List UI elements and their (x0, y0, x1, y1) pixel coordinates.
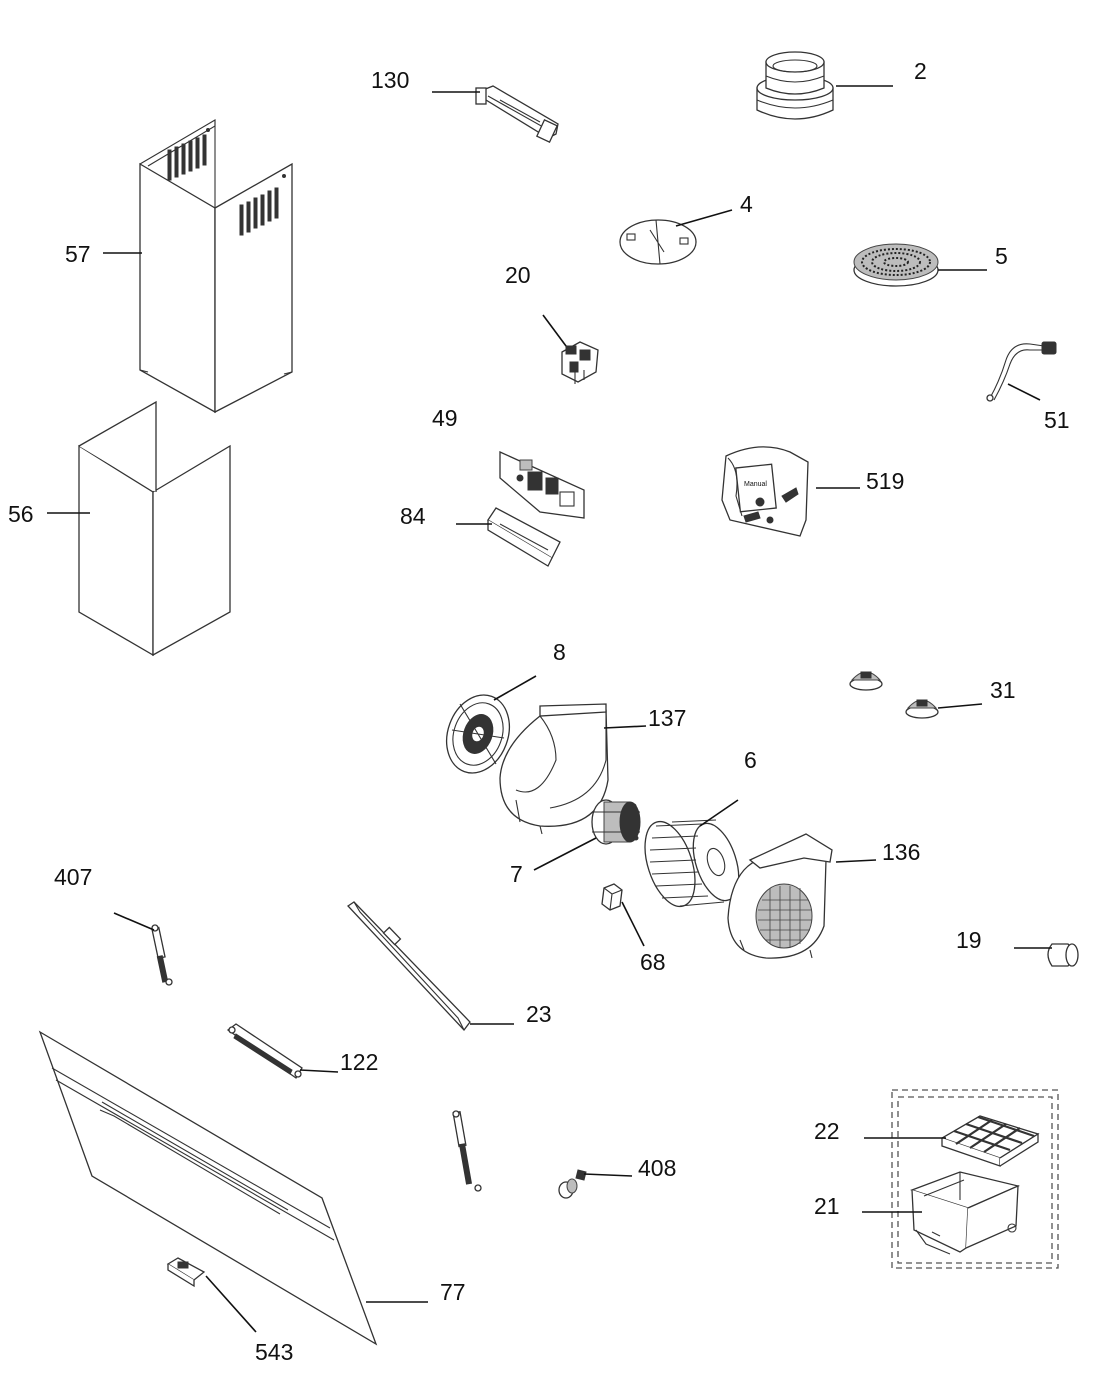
callout-7: 7 (510, 861, 523, 887)
callout-408: 408 (638, 1155, 676, 1181)
recirculation-kit-box (891, 1089, 1059, 1269)
part-6-fan-wheel (644, 819, 740, 908)
part-20-switch (561, 341, 599, 384)
leader-31 (937, 703, 983, 709)
callout-6: 6 (744, 747, 757, 773)
part-408-gas-strut (452, 1110, 587, 1199)
part-543-sensor (166, 1257, 206, 1288)
part-31-lamps (849, 671, 939, 719)
leader-8 (493, 675, 537, 701)
part-7-motor (591, 799, 641, 845)
part-407-gas-strut (151, 924, 173, 986)
part-56-lower-chimney (78, 400, 231, 657)
callout-84: 84 (400, 503, 426, 529)
leader-408 (583, 1173, 633, 1177)
leader-137 (603, 725, 647, 729)
part-130-bracket (475, 85, 559, 143)
leader-68 (621, 901, 645, 947)
callout-2: 2 (914, 58, 927, 84)
part-122-led-strip (226, 1023, 303, 1079)
callout-137: 137 (648, 705, 686, 731)
callout-31: 31 (990, 677, 1016, 703)
leader-20 (542, 314, 567, 347)
part-8-motor-mount (446, 694, 510, 774)
part-84-board-cover (487, 507, 561, 567)
callout-519: 519 (866, 468, 904, 494)
callout-407: 407 (54, 864, 92, 890)
part-21-filter-housing (910, 1171, 1021, 1255)
leader-407 (113, 912, 155, 931)
callout-23: 23 (526, 1001, 552, 1027)
manual-label: Manual (744, 481, 767, 488)
part-68-capacitor (601, 883, 623, 911)
callout-21: 21 (814, 1193, 840, 1219)
callout-57: 57 (65, 241, 91, 267)
callout-4: 4 (740, 191, 753, 217)
callout-130: 130 (371, 67, 409, 93)
callout-8: 8 (553, 639, 566, 665)
part-51-power-cable (986, 341, 1057, 402)
part-5-carbon-filter (853, 243, 939, 287)
leader-543 (205, 1275, 257, 1333)
part-22-filter-grid (940, 1115, 1040, 1167)
part-4-damper-flap (619, 219, 697, 265)
part-136-blower-housing (727, 833, 833, 959)
leader-122 (299, 1069, 339, 1073)
part-2-duct-connector (756, 51, 834, 120)
part-49-control-board (499, 450, 585, 519)
callout-56: 56 (8, 501, 34, 527)
callout-77: 77 (440, 1279, 466, 1305)
callout-68: 68 (640, 949, 666, 975)
part-23-grease-filter (347, 901, 471, 1032)
part-77-glass-canopy (38, 1030, 378, 1346)
callout-49: 49 (432, 405, 458, 431)
leader-7 (533, 837, 597, 871)
part-19-lamp-holder (1047, 943, 1079, 967)
part-519-accessories-bag: Manual (721, 446, 809, 537)
callout-51: 51 (1044, 407, 1070, 433)
leader-4 (675, 209, 733, 227)
callout-136: 136 (882, 839, 920, 865)
leader-51 (1007, 383, 1041, 401)
leader-136 (835, 859, 877, 863)
callout-543: 543 (255, 1339, 293, 1365)
callout-20: 20 (505, 262, 531, 288)
callout-122: 122 (340, 1049, 378, 1075)
part-57-upper-chimney (139, 119, 293, 414)
callout-19: 19 (956, 927, 982, 953)
callout-5: 5 (995, 243, 1008, 269)
part-137-fan-housing (499, 703, 609, 835)
callout-22: 22 (814, 1118, 840, 1144)
leader-6 (699, 799, 739, 827)
